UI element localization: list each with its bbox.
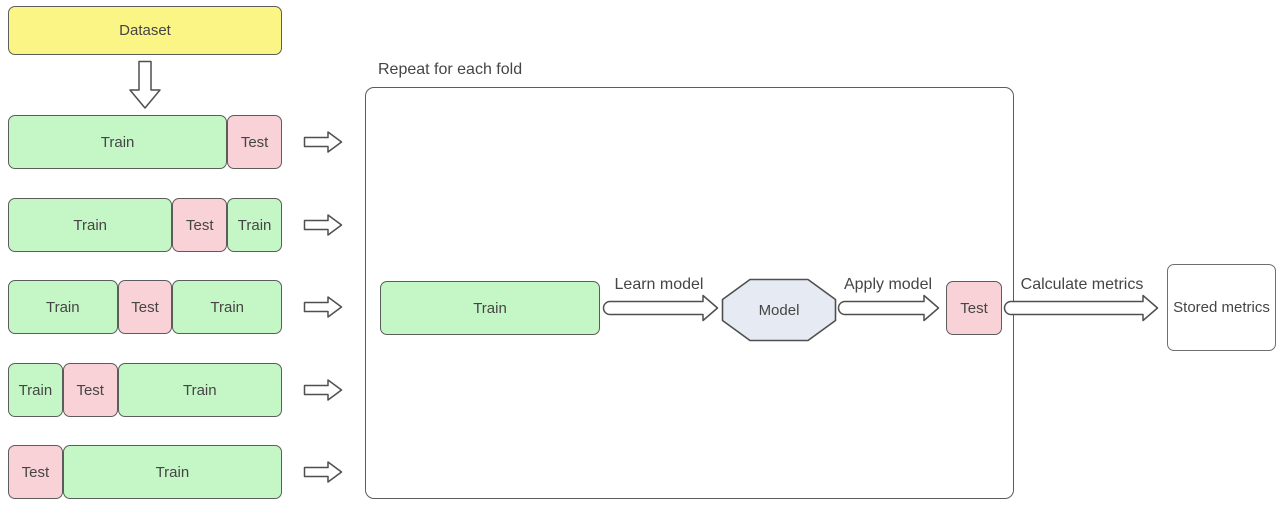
- apply-model-label: Apply model: [843, 276, 933, 293]
- segment-label: Test: [131, 298, 159, 316]
- fold-segment-train: Train: [8, 280, 118, 334]
- dataset-box: Dataset: [8, 6, 282, 55]
- segment-label: Test: [186, 216, 214, 234]
- fold-arrow-icon: [303, 214, 343, 236]
- model-label: Model: [758, 301, 800, 319]
- pipeline-test-label: Test: [960, 299, 988, 317]
- calculate-metrics-arrow-icon: [1003, 294, 1159, 322]
- octagon-shape-icon: [721, 278, 837, 342]
- segment-label: Train: [100, 133, 135, 151]
- model-octagon: Model: [721, 278, 837, 342]
- segment-label: Train: [45, 298, 80, 316]
- apply-model-arrow-icon: [837, 294, 940, 322]
- segment-label: Train: [18, 381, 53, 399]
- fold-row-4: Train Test Train: [8, 363, 282, 417]
- pipeline-train-box: Train: [380, 281, 600, 335]
- down-arrow-icon: [129, 60, 161, 109]
- segment-label: Train: [73, 216, 107, 234]
- fold-segment-test: Test: [172, 198, 228, 252]
- dataset-label: Dataset: [119, 22, 171, 39]
- repeat-box: [365, 87, 1014, 499]
- fold-segment-test: Test: [117, 280, 173, 334]
- fold-segment-test: Test: [62, 363, 118, 417]
- fold-segment-train: Train: [227, 198, 282, 252]
- stored-metrics-label: Stored metrics: [1173, 299, 1270, 316]
- fold-segment-train: Train: [8, 363, 63, 417]
- segment-label: Test: [240, 133, 269, 151]
- fold-row-3: Train Test Train: [8, 280, 282, 334]
- learn-model-label: Learn model: [614, 276, 704, 293]
- learn-model-arrow-icon: [602, 294, 719, 322]
- fold-arrow-icon: [303, 461, 343, 483]
- calculate-metrics-label: Calculate metrics: [1020, 276, 1144, 293]
- fold-segment-test: Test: [227, 115, 282, 169]
- fold-segment-train: Train: [172, 280, 282, 334]
- fold-arrow-icon: [303, 131, 343, 153]
- fold-row-5: Test Train: [8, 445, 282, 499]
- segment-label: Train: [155, 463, 190, 481]
- segment-label: Train: [237, 216, 272, 234]
- fold-row-2: Train Test Train: [8, 198, 282, 252]
- fold-segment-train: Train: [8, 198, 173, 252]
- segment-label: Test: [76, 381, 104, 399]
- fold-row-1: Train Test: [8, 115, 282, 169]
- segment-label: Train: [210, 298, 244, 316]
- pipeline-train-label: Train: [473, 299, 507, 317]
- fold-segment-train: Train: [62, 445, 282, 499]
- segment-label: Test: [21, 463, 50, 481]
- repeat-box-label: Repeat for each fold: [378, 61, 523, 78]
- fold-segment-test: Test: [8, 445, 63, 499]
- fold-segment-train: Train: [117, 363, 282, 417]
- fold-arrow-icon: [303, 296, 343, 318]
- pipeline-test-box: Test: [946, 281, 1002, 335]
- segment-label: Train: [182, 381, 217, 399]
- fold-segment-train: Train: [8, 115, 228, 169]
- stored-metrics-box: Stored metrics: [1167, 264, 1276, 351]
- fold-arrow-icon: [303, 379, 343, 401]
